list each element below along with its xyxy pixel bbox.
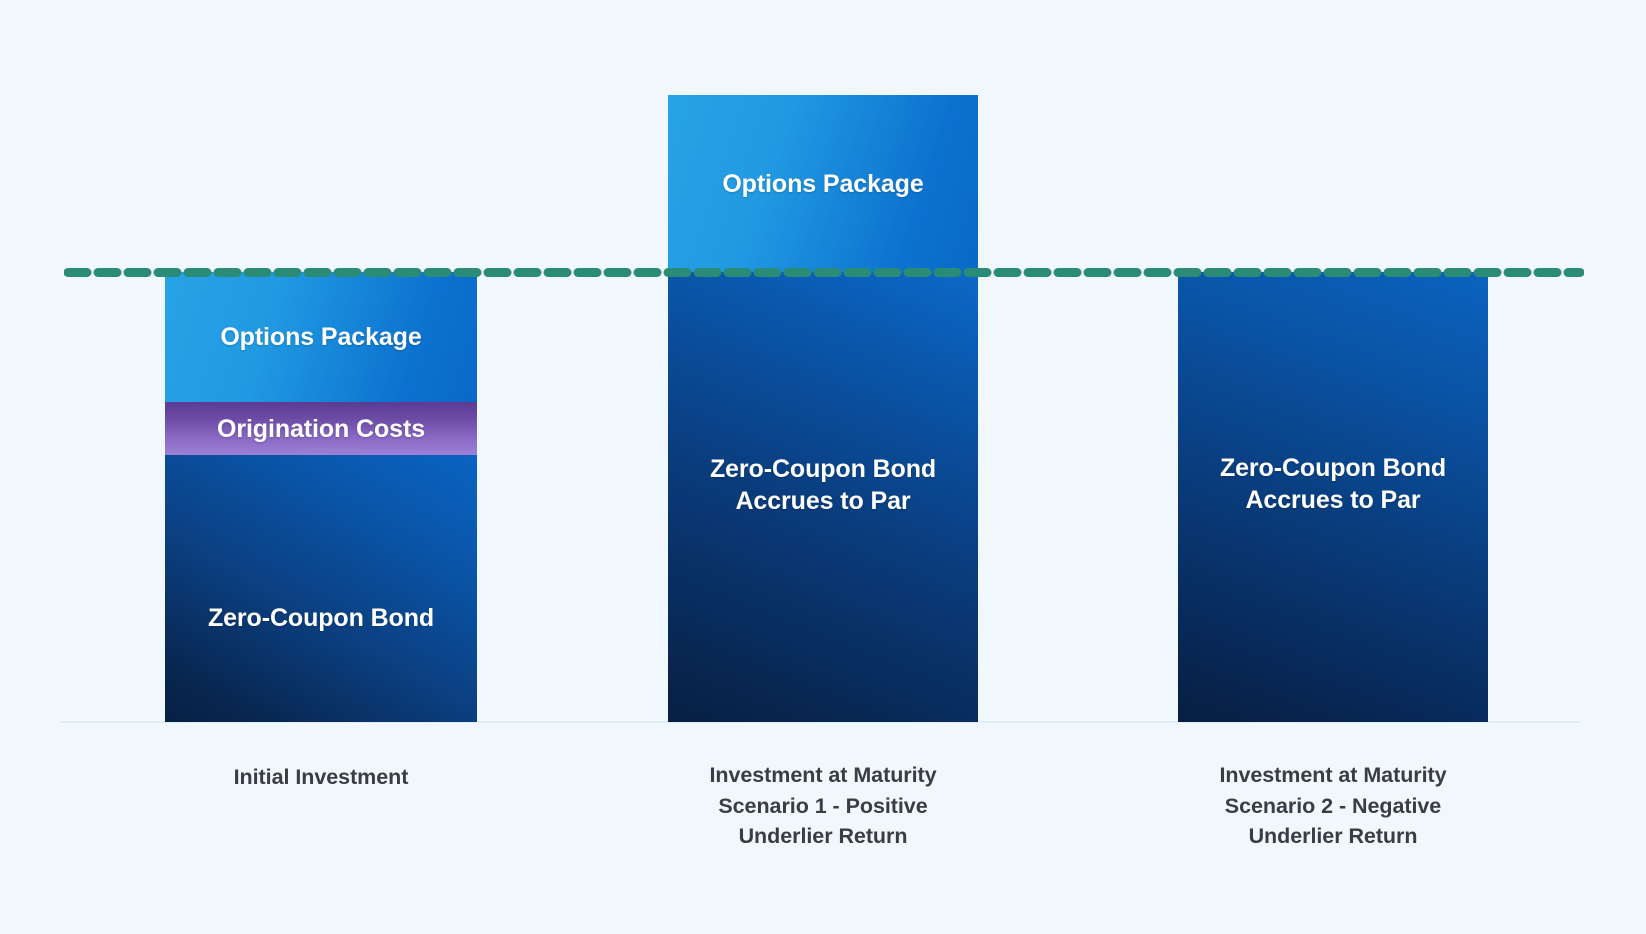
segment-label: Zero-Coupon Bond Accrues to Par — [1219, 454, 1447, 514]
chart-baseline — [60, 721, 1580, 723]
segment-zero-coupon-bond[interactable]: Zero-Coupon Bond — [165, 455, 477, 722]
segment-options-package[interactable]: Options Package — [165, 272, 477, 402]
category-label-initial-investment: Initial Investment — [233, 765, 409, 789]
segment-options-package[interactable]: Options Package — [668, 95, 978, 272]
bar-initial-investment[interactable]: Options Package Origination Costs Zero-C… — [165, 272, 477, 722]
category-label-maturity-scenario-2: Investment at Maturity Scenario 2 - Nega… — [1219, 763, 1447, 849]
segment-origination-costs[interactable]: Origination Costs — [165, 402, 477, 455]
segment-label: Options Package — [722, 169, 924, 198]
bar-maturity-scenario-1[interactable]: Options Package Zero-Coupon Bond Accrues… — [668, 95, 978, 722]
segment-zero-coupon-bond-accrues-to-par[interactable]: Zero-Coupon Bond Accrues to Par — [668, 272, 978, 722]
segment-label: Zero-Coupon Bond Accrues to Par — [709, 455, 937, 515]
segment-label: Origination Costs — [216, 414, 426, 443]
bar-maturity-scenario-2[interactable]: Zero-Coupon Bond Accrues to Par — [1178, 272, 1488, 722]
segment-label: Options Package — [220, 323, 422, 351]
segment-zero-coupon-bond-accrues-to-par[interactable]: Zero-Coupon Bond Accrues to Par — [1178, 272, 1488, 722]
segment-label: Zero-Coupon Bond — [207, 603, 435, 632]
category-label-maturity-scenario-1: Investment at Maturity Scenario 1 - Posi… — [709, 763, 937, 849]
